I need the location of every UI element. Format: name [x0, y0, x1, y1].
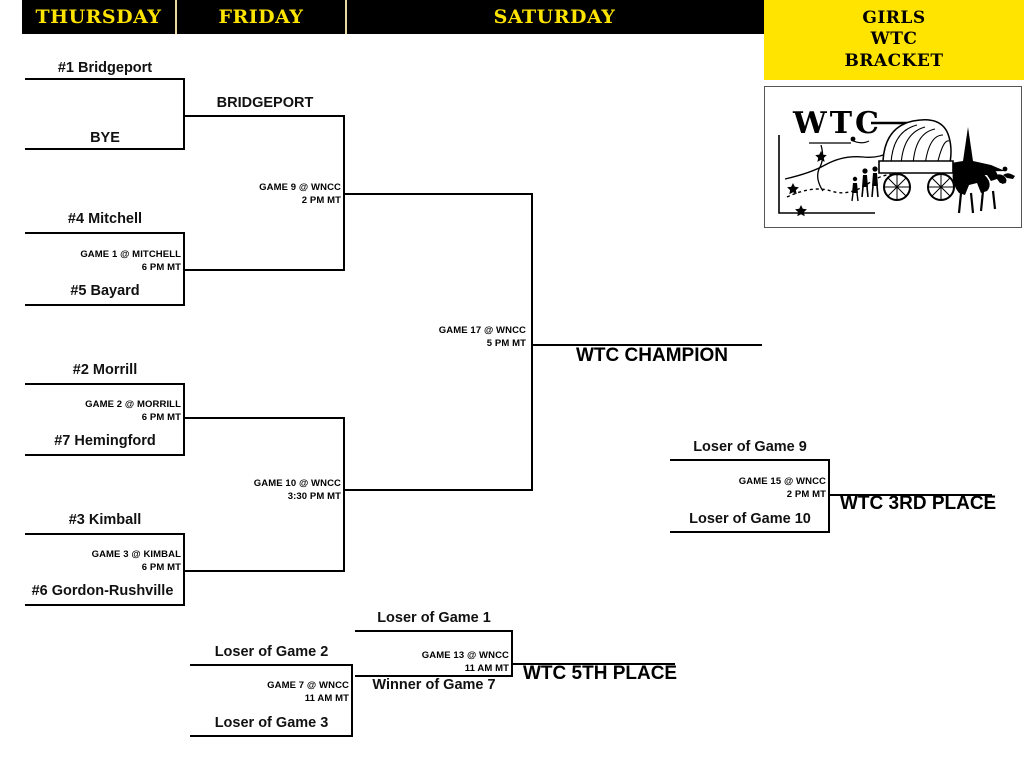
game-info-15: GAME 15 @ WNCC 2 PM MT: [670, 476, 826, 502]
game-info-10: GAME 10 @ WNCC 3:30 PM MT: [185, 478, 341, 504]
game-info-2-name: GAME 2 @ MORRILL: [85, 399, 181, 410]
slot-r1-m4-top: #3 Kimball: [68, 512, 142, 528]
game13-top-line: [355, 630, 513, 632]
fifth-place-line: [513, 663, 675, 665]
r1-m3-top-line: [25, 383, 185, 385]
game-info-3: GAME 3 @ KIMBAL 6 PM MT: [25, 549, 181, 575]
game13-bottom-line: [355, 675, 513, 677]
r2-m1-connector: [343, 115, 345, 271]
slot-r1-m3-top: #2 Morrill: [72, 362, 138, 378]
bracket-title-block: GIRLS WTC BRACKET: [764, 0, 1024, 80]
r1-m2-top-line: [25, 232, 185, 234]
header-bar-saturday: SATURDAY: [347, 0, 762, 34]
header-day-label-friday: FRIDAY: [218, 5, 304, 28]
slot-r1-m4-bottom: #6 Gordon-Rushville: [31, 583, 174, 599]
svg-text:WTC: WTC: [792, 106, 882, 141]
r1-m1-connector: [183, 78, 185, 150]
slot-third-bottom: Loser of Game 10: [689, 511, 811, 527]
final-top-line: [345, 193, 533, 195]
third-connector: [828, 459, 830, 533]
game-info-15-time: 2 PM MT: [786, 488, 826, 500]
game-info-1-name: GAME 1 @ MITCHELL: [80, 249, 181, 260]
slot-r2-m1-winner: BRIDGEPORT: [216, 95, 314, 111]
game-info-17-time: 5 PM MT: [486, 337, 526, 349]
game-info-10-time: 3:30 PM MT: [287, 490, 341, 502]
r1-m3-connector: [183, 383, 185, 456]
champion-line: [533, 344, 762, 346]
game-info-13-time: 11 AM MT: [464, 662, 509, 674]
slot-game7-top: Loser of Game 2: [214, 644, 329, 660]
r1-m4-connector: [183, 533, 185, 606]
slot-game13-top: Loser of Game 1: [377, 610, 491, 626]
r1-m2-connector: [183, 232, 185, 306]
header-day-label-saturday: SATURDAY: [493, 5, 616, 28]
game-info-13-name: GAME 13 @ WNCC: [421, 650, 509, 661]
header-bar-filler: [762, 0, 764, 34]
game13-connector: [511, 630, 513, 677]
r1-m2-bottom-line: [25, 304, 185, 306]
game-info-3-name: GAME 3 @ KIMBAL: [91, 549, 181, 560]
game-info-7-time: 11 AM MT: [304, 692, 349, 704]
r2-m1-top-line: [185, 115, 345, 117]
game-info-17: GAME 17 @ WNCC 5 PM MT: [370, 325, 526, 351]
game7-top-line: [190, 664, 353, 666]
third-bottom-line: [670, 531, 830, 533]
wtc-logo: WTC: [764, 86, 1022, 228]
slot-r1-m2-top: #4 Mitchell: [67, 211, 143, 227]
game-info-17-name: GAME 17 @ WNCC: [438, 325, 526, 336]
r2-m2-top-line: [185, 417, 345, 419]
r1-m1-bottom-line: [25, 148, 185, 150]
header-divider-2: [345, 0, 347, 34]
slot-third-top: Loser of Game 9: [693, 439, 807, 455]
bracket-title-line-3: BRACKET: [844, 50, 944, 71]
game-info-13: GAME 13 @ WNCC 11 AM MT: [355, 650, 509, 676]
game-info-9-time: 2 PM MT: [301, 194, 341, 206]
game7-bottom-line: [190, 735, 353, 737]
slot-r1-m3-bottom: #7 Hemingford: [54, 433, 156, 449]
r1-m4-bottom-line: [25, 604, 185, 606]
game-info-7-name: GAME 7 @ WNCC: [267, 680, 349, 691]
slot-r1-m1-top: #1 Bridgeport: [57, 60, 153, 76]
slot-r1-m1-bottom: BYE: [90, 130, 120, 146]
wtc-third-place-label: WTC 3RD PLACE: [840, 493, 997, 514]
r2-m1-bottom-line: [185, 269, 345, 271]
bracket-title-line-1: GIRLS: [862, 7, 926, 28]
wtc-fifth-place-label: WTC 5TH PLACE: [523, 663, 678, 684]
slot-game13-bottom: Winner of Game 7: [372, 677, 496, 693]
game-info-3-time: 6 PM MT: [141, 561, 181, 573]
game-info-1-time: 6 PM MT: [141, 261, 181, 273]
wtc-logo-artwork: WTC: [765, 87, 1021, 227]
game-info-10-name: GAME 10 @ WNCC: [253, 478, 341, 489]
third-top-line: [670, 459, 830, 461]
slot-r1-m2-bottom: #5 Bayard: [70, 283, 140, 299]
final-bottom-line: [345, 489, 533, 491]
game-info-2: GAME 2 @ MORRILL 6 PM MT: [25, 399, 181, 425]
r2-m2-connector: [343, 417, 345, 572]
header-day-label-thursday: THURSDAY: [35, 5, 162, 28]
header-bar-thursday: THURSDAY: [22, 0, 175, 34]
r2-m2-bottom-line: [185, 570, 345, 572]
game-info-9-name: GAME 9 @ WNCC: [259, 182, 341, 193]
game-info-7: GAME 7 @ WNCC 11 AM MT: [190, 680, 349, 706]
third-place-line: [830, 494, 992, 496]
r1-m4-top-line: [25, 533, 185, 535]
r1-m1-top-line: [25, 78, 185, 80]
final-connector: [531, 193, 533, 491]
game7-connector: [351, 664, 353, 737]
game-info-1: GAME 1 @ MITCHELL 6 PM MT: [25, 249, 181, 275]
bracket-title-line-2: WTC: [870, 29, 918, 50]
slot-game7-bottom: Loser of Game 3: [214, 715, 329, 731]
header-bar-friday: FRIDAY: [177, 0, 345, 34]
game-info-9: GAME 9 @ WNCC 2 PM MT: [185, 182, 341, 208]
header-divider-1: [175, 0, 177, 34]
game-info-15-name: GAME 15 @ WNCC: [738, 476, 826, 487]
wtc-champion-label: WTC CHAMPION: [576, 345, 728, 366]
game-info-2-time: 6 PM MT: [141, 411, 181, 423]
r1-m3-bottom-line: [25, 454, 185, 456]
